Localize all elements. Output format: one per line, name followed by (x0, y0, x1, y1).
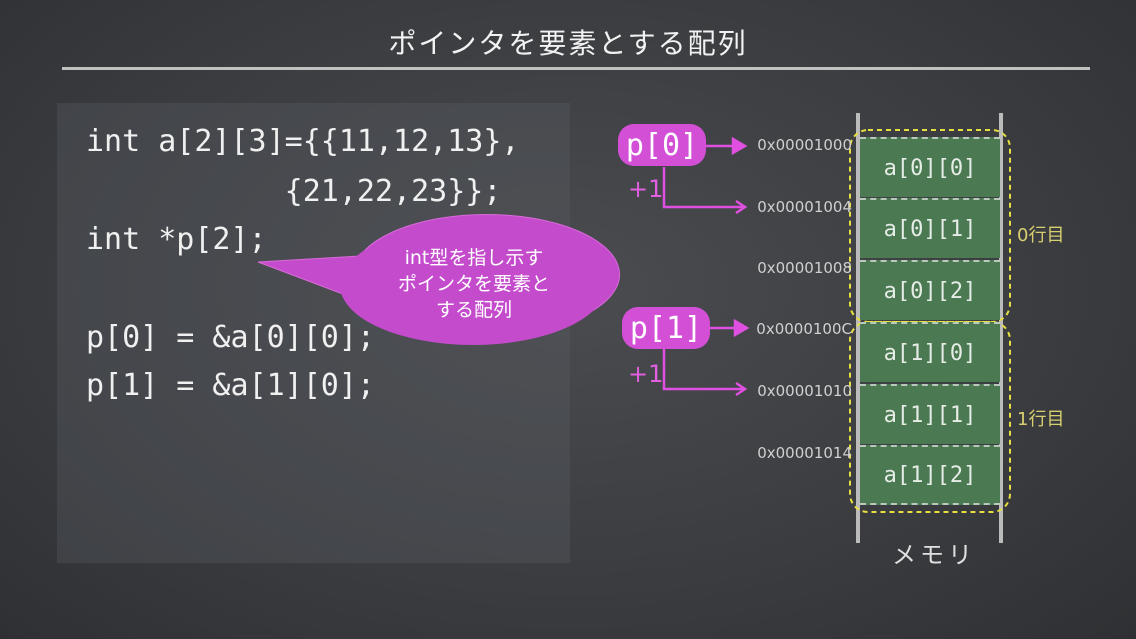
increment-label: +1 (628, 360, 664, 388)
code-line: p[1] = &a[1][0]; (86, 368, 375, 403)
code-line: int *p[2]; (86, 222, 267, 257)
memory-cell: a[0][2] (860, 260, 1000, 320)
code-line: p[0] = &a[0][0]; (86, 320, 375, 355)
address-label: 0x0000100C (756, 320, 852, 338)
callout-text: int型を指し示す ポインタを要素と する配列 (345, 245, 603, 323)
callout-line: ポインタを要素と (397, 273, 550, 295)
memory-cell: a[1][0] (860, 322, 1000, 382)
pointer-p0: p[0] (618, 124, 706, 166)
address-label: 0x00001010 (757, 382, 852, 400)
address-label: 0x00001014 (757, 444, 852, 462)
address-label: 0x00001008 (757, 259, 852, 277)
callout-line: する配列 (435, 299, 512, 321)
row-label: 1行目 (1017, 409, 1065, 430)
slide-title: ポインタを要素とする配列 (388, 27, 748, 60)
row-label: 0行目 (1017, 225, 1065, 246)
row1-outline (849, 321, 1011, 513)
pointer-p1: p[1] (622, 307, 710, 349)
memory-cell: a[1][2] (860, 445, 1000, 505)
code-line: {21,22,23}}; (86, 174, 502, 209)
callout-line: int型を指し示す (404, 247, 544, 269)
address-label: 0x00001004 (757, 198, 852, 216)
increment-label: +1 (628, 175, 664, 203)
memory-cell: a[0][1] (860, 198, 1000, 258)
memory-label: メモリ (892, 541, 976, 569)
memory-cell: a[0][0] (860, 137, 1000, 197)
code-line: int a[2][3]={{11,12,13}, (86, 124, 520, 159)
memory-cell: a[1][1] (860, 384, 1000, 444)
address-label: 0x00001000 (757, 136, 852, 154)
title-divider (62, 67, 1090, 70)
